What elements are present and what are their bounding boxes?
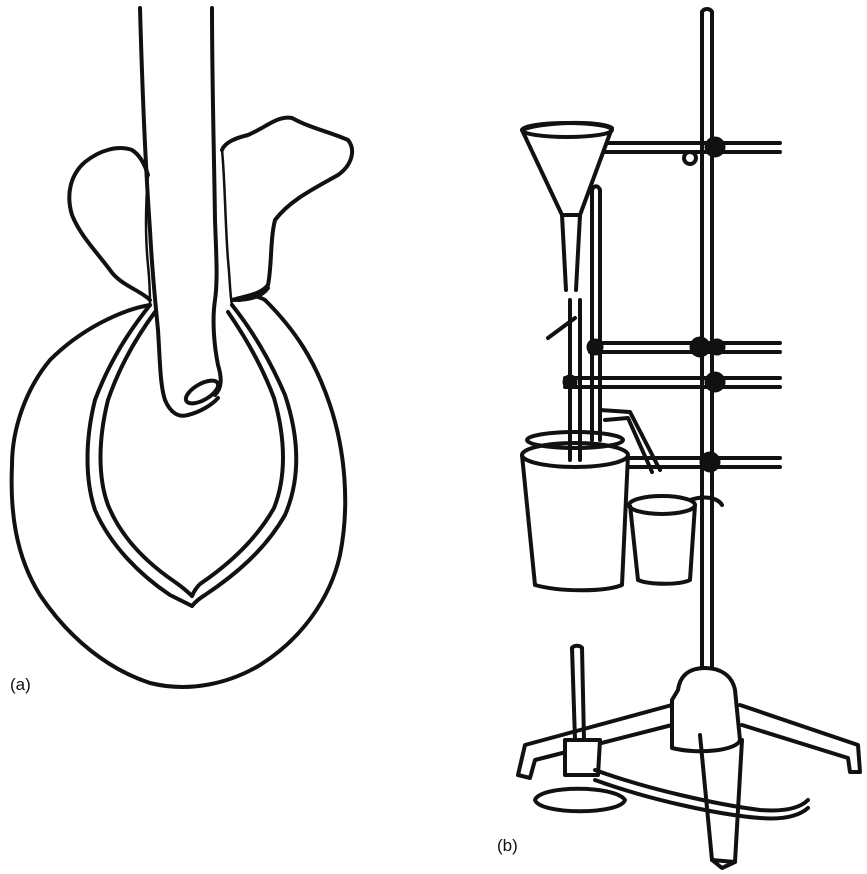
panel-label-b: (b) — [497, 836, 518, 856]
panel-label-a: (a) — [10, 675, 31, 695]
clamp-funnel — [600, 137, 780, 164]
burette-tube — [592, 186, 600, 440]
clamp-middle-upper — [548, 318, 780, 357]
small-beaker — [629, 496, 722, 584]
